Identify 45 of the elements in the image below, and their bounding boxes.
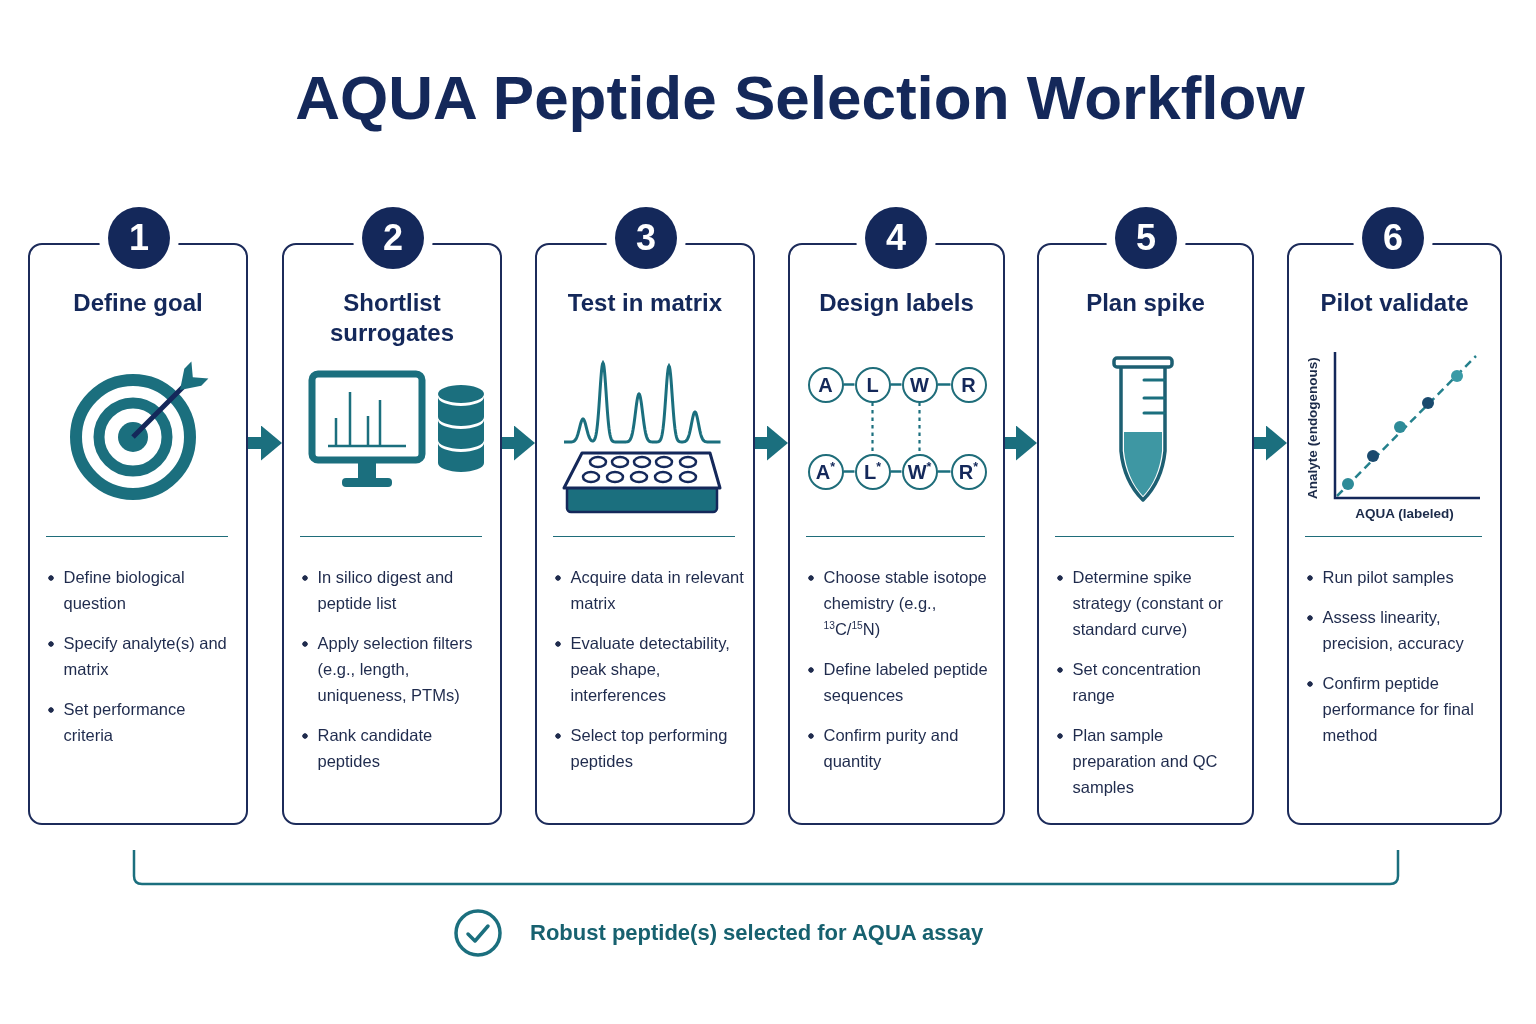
residue-letter: L$^{*}$ [863,461,881,482]
step-heading: Test in matrix [566,287,724,318]
connector-line [937,383,951,386]
step-heading: Define goal [72,287,204,318]
step-heading: Pilot validate [1319,287,1470,318]
residue-letter: R$^{*}$ [958,461,979,482]
residue-letter: W [910,374,929,395]
residue-circle [807,453,844,490]
axis-title: Analyte (endogenous) [1303,355,1321,501]
dotted-connector [918,402,921,454]
connector-line [890,470,902,473]
residue-letter: W$^{*}$ [907,461,932,482]
residue-letter: R [961,374,976,395]
residue-letter: A$^{*}$ [815,461,836,482]
residue-circle [950,453,987,490]
residue-circle [901,366,938,403]
connector-line [843,383,855,386]
residue-circle [807,366,844,403]
step-number: 1 [129,220,149,256]
step-heading: Plan spike [1085,287,1206,318]
step-number: 6 [1383,220,1403,256]
connector-line [843,470,855,473]
outcome-text: Robust peptide(s) selected for AQUA assay [530,919,984,947]
arrow [248,425,282,461]
residue-letter: L [866,374,879,395]
step-number: 5 [1136,220,1156,256]
arrow [1254,425,1287,461]
residue-circle [901,453,938,490]
dotted-connector [871,402,874,454]
axis-title: AQUA (labeled) [1354,504,1455,523]
arrow [502,425,535,461]
title: AQUA Peptide Selection Workflow [294,62,1306,134]
residue-circle [950,366,987,403]
residue-circle [854,453,891,490]
connector-line [937,470,951,473]
step-heading: Shortlist surrogates [328,287,455,348]
step-number: 4 [886,220,906,256]
step-number: 2 [383,220,403,256]
step-heading: Design labels [818,287,975,318]
residue-letter: A [818,374,833,395]
step-number: 3 [636,220,656,256]
connector-line [890,383,902,386]
residue-circle [854,366,891,403]
arrow [1005,425,1037,461]
arrow [755,425,788,461]
